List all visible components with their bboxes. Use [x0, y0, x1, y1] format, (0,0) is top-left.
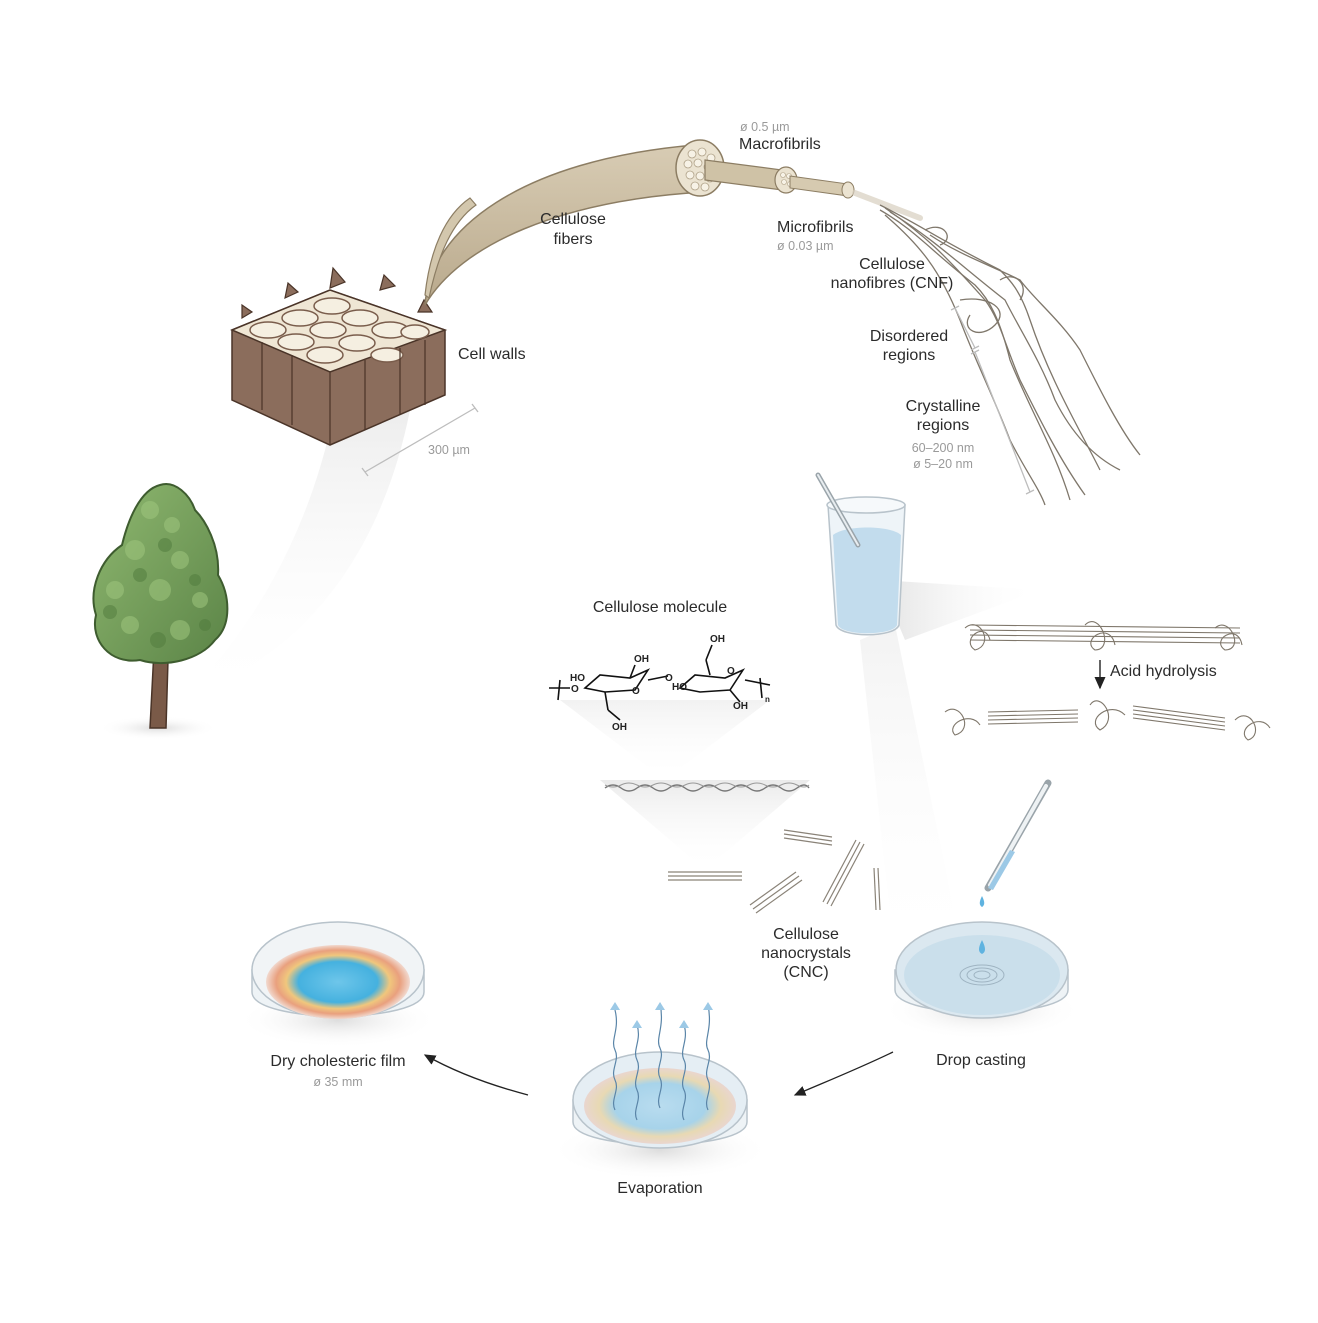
chem-oh-top-left: OH: [634, 654, 649, 665]
evaporation-label: Evaporation: [617, 1180, 702, 1197]
cnc-label-line1: Cellulose: [773, 926, 839, 943]
chem-o-bridge: O: [665, 673, 673, 684]
tree-illustration: [92, 410, 410, 740]
cnf-label-line1: Cellulose: [859, 256, 925, 273]
cnc-label-line2: nanocrystals: [761, 945, 851, 962]
evaporation-dish: [550, 1002, 770, 1180]
chem-o-ring-right: O: [727, 666, 735, 677]
chem-n-subscript: n: [765, 695, 770, 704]
region-scale-bars: [950, 305, 1035, 495]
macrofibrils-label: Macrofibrils: [739, 136, 821, 153]
cnc-label-line3: (CNC): [783, 964, 828, 981]
macrofibrils-size: ø 0.5 µm: [740, 120, 790, 134]
labels: ø 0.5 µm Macrofibrils Cellulose fibers M…: [270, 120, 1216, 1197]
chem-oh-top-right: OH: [710, 634, 725, 645]
chem-o-left: O: [571, 684, 579, 695]
cellulose-fibers-label-line1: Cellulose: [540, 211, 606, 228]
cnf-strands: [879, 204, 1141, 506]
microfibrils-label: Microfibrils: [777, 219, 853, 236]
chem-o-ring-left: O: [632, 686, 640, 697]
chem-oh-bottom-left: OH: [612, 722, 627, 733]
disordered-label-line1: Disordered: [870, 328, 948, 345]
cnc-rods: [668, 829, 881, 914]
crystalline-diameter: ø 5–20 nm: [913, 457, 973, 471]
disordered-label-line2: regions: [883, 347, 935, 364]
dry-film-dish: [238, 921, 438, 1048]
crystalline-label-line1: Crystalline: [906, 398, 981, 415]
cnf-label-line2: nanofibres (CNF): [831, 275, 954, 292]
chem-ho-left: HO: [570, 673, 585, 684]
acid-hydrolysis-label: Acid hydrolysis: [1110, 663, 1217, 680]
cellulose-fiber-illustration: [424, 139, 923, 306]
chem-ho-right: HO: [672, 682, 687, 693]
chem-oh-bottom-right: OH: [733, 701, 748, 712]
cell-walls-label: Cell walls: [458, 346, 526, 363]
cellulose-molecule-label: Cellulose molecule: [593, 599, 727, 616]
drop-casting-label: Drop casting: [936, 1052, 1026, 1069]
crystalline-label-line2: regions: [917, 417, 969, 434]
dry-film-size: ø 35 mm: [313, 1075, 362, 1089]
acid-hydrolysis-illustration: [944, 621, 1271, 741]
beaker-illustration: [815, 472, 1040, 960]
cell-walls-scale: 300 µm: [428, 443, 470, 457]
cell-walls-block: [230, 266, 479, 477]
process-arrows: [423, 1051, 894, 1096]
drop-casting-dish: [882, 779, 1082, 1040]
crystalline-length: 60–200 nm: [912, 441, 975, 455]
microfibrils-size: ø 0.03 µm: [777, 239, 834, 253]
cellulose-fibers-label-line2: fibers: [553, 231, 592, 248]
cellulose-molecule-structure: O HO OH O OH O HO OH OH O n: [549, 634, 810, 870]
dry-film-label: Dry cholesteric film: [270, 1053, 405, 1070]
